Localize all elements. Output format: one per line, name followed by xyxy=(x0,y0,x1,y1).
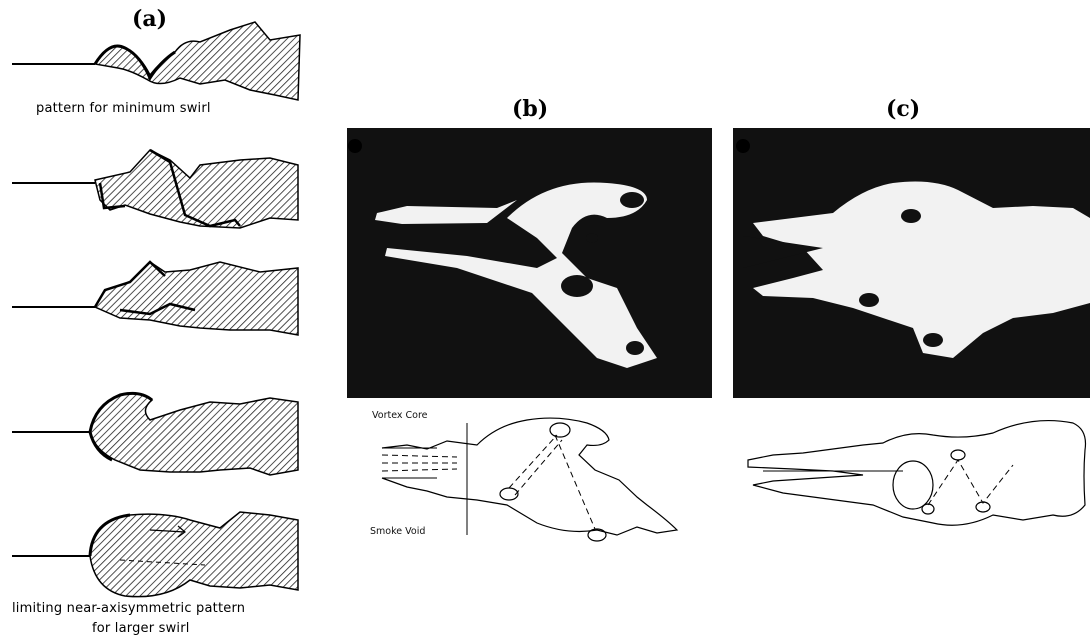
swirl-sketch-5 xyxy=(12,512,298,597)
panel-a-caption-bottom-2: for larger swirl xyxy=(92,621,190,636)
swirl-sketch-1 xyxy=(12,22,300,100)
swirl-sketch-4 xyxy=(12,393,298,475)
panel-b-label: (b) xyxy=(512,96,548,122)
vortex-core-label: Vortex Core xyxy=(372,410,428,421)
panel-c-sketch xyxy=(733,405,1090,555)
smoke-void-label: Smoke Void xyxy=(370,526,425,537)
panel-a-sketches xyxy=(0,0,310,600)
swirl-sketch-3 xyxy=(12,262,298,335)
panel-c-label: (c) xyxy=(886,96,920,122)
panel-b-smoke-photo xyxy=(347,128,712,398)
swirl-sketch-2 xyxy=(12,150,298,228)
panel-c-smoke-photo xyxy=(733,128,1090,398)
panel-a-caption-top: pattern for minimum swirl xyxy=(36,101,211,116)
panel-a-caption-bottom-1: limiting near-axisymmetric pattern xyxy=(12,601,245,616)
